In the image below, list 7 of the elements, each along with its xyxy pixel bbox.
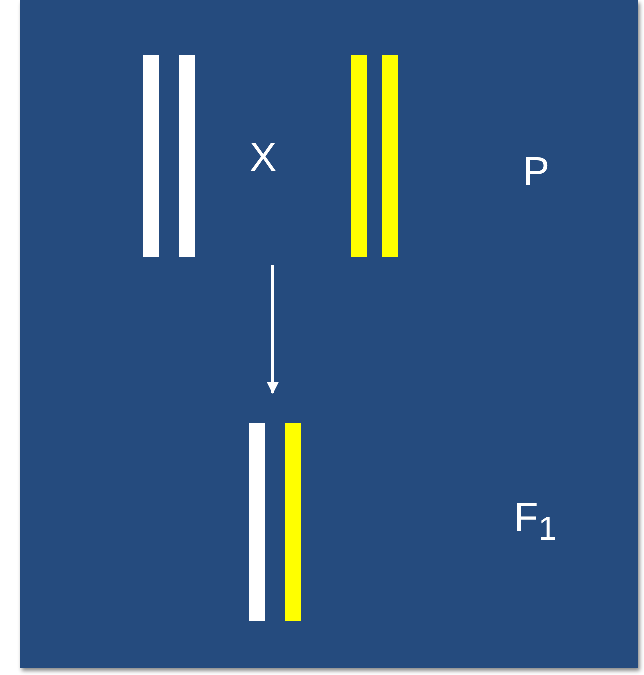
cross-symbol: X xyxy=(250,138,277,178)
generation-label: P xyxy=(523,152,550,192)
chromosome-pair xyxy=(351,55,398,257)
arrow xyxy=(267,265,279,394)
chromosome-pair xyxy=(249,423,301,621)
generation-label: F$_{1}$ xyxy=(514,498,557,546)
chromosome-pair xyxy=(143,55,195,257)
